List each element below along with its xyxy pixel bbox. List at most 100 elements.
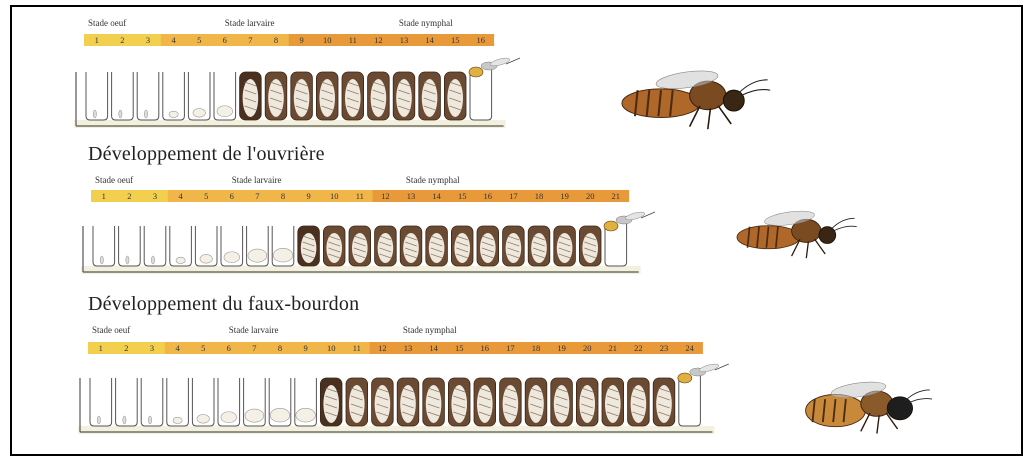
day-number: 14: [429, 343, 438, 353]
day-number: 10: [330, 191, 339, 201]
day-number: 13: [407, 191, 416, 201]
day-number: 19: [560, 191, 569, 201]
day-number: 3: [153, 191, 157, 201]
egg: [93, 110, 96, 118]
pupa-stage-label: Stade nymphal: [399, 18, 453, 28]
day-number: 6: [223, 35, 227, 45]
day-number: 9: [306, 191, 310, 201]
egg: [119, 110, 122, 118]
day-number: 11: [349, 35, 357, 45]
day-number: 2: [127, 191, 131, 201]
day-number: 24: [685, 343, 694, 353]
day-number: 6: [230, 191, 234, 201]
emerging-bee-icon: [604, 211, 655, 231]
timeline-drone: Stade oeufStade larvaireStade nymphal123…: [78, 325, 932, 434]
open-cell: [86, 72, 108, 120]
open-cell: [90, 378, 112, 426]
larva-stage-label: Stade larvaire: [225, 18, 275, 28]
larva: [173, 417, 182, 423]
larva: [296, 408, 316, 422]
worker-bee-icon: [737, 209, 857, 259]
day-number: 14: [425, 35, 434, 45]
day-number: 2: [124, 343, 128, 353]
day-number: 18: [535, 191, 544, 201]
pupa-stage-label: Stade nymphal: [403, 325, 457, 335]
larva: [245, 409, 264, 422]
timeline-worker: Stade oeufStade larvaireStade nymphal123…: [81, 175, 857, 274]
day-number: 2: [120, 35, 124, 45]
comb-base: [74, 120, 506, 128]
queen-bee-icon: [622, 68, 770, 129]
day-number: 20: [586, 191, 595, 201]
day-number: 10: [323, 35, 332, 45]
day-number: 11: [353, 343, 361, 353]
larva: [273, 248, 293, 262]
egg: [151, 256, 154, 264]
day-number: 15: [455, 343, 464, 353]
larva: [217, 106, 233, 117]
day-number: 5: [197, 35, 201, 45]
day-number: 8: [274, 35, 278, 45]
day-number: 6: [227, 343, 231, 353]
day-number: 7: [252, 343, 256, 353]
day-number: 18: [532, 343, 541, 353]
larva: [200, 254, 212, 263]
day-number: 16: [477, 35, 486, 45]
larva: [197, 414, 209, 423]
egg: [148, 416, 151, 424]
day-number: 1: [99, 343, 103, 353]
larva-stage-label: Stade larvaire: [229, 325, 279, 335]
emerging-bee-icon: [678, 363, 729, 383]
day-number: 3: [146, 35, 150, 45]
egg: [126, 256, 129, 264]
day-number: 4: [171, 35, 176, 45]
day-number: 3: [150, 343, 154, 353]
larva: [224, 252, 240, 263]
day-number: 23: [660, 343, 669, 353]
day-number: 4: [178, 191, 183, 201]
open-cell: [141, 378, 163, 426]
day-number: 1: [102, 191, 106, 201]
larva-stage-label: Stade larvaire: [232, 175, 282, 185]
day-number: 8: [278, 343, 282, 353]
open-cell: [112, 72, 134, 120]
egg: [144, 110, 147, 118]
larva: [176, 257, 185, 263]
timeline-queen: Stade oeufStade larvaireStade nymphal123…: [74, 18, 770, 129]
day-number: 7: [255, 191, 259, 201]
day-number: 1: [95, 35, 99, 45]
day-number: 14: [432, 191, 441, 201]
day-number: 4: [175, 343, 180, 353]
day-number: 17: [509, 191, 518, 201]
open-cell: [116, 378, 138, 426]
egg: [123, 416, 126, 424]
day-number: 12: [381, 191, 390, 201]
day-number: 5: [204, 191, 208, 201]
day-number: 16: [481, 343, 490, 353]
egg-stage-label: Stade oeuf: [92, 325, 130, 335]
day-number: 19: [557, 343, 566, 353]
day-number: 22: [634, 343, 643, 353]
egg: [100, 256, 103, 264]
day-number: 15: [458, 191, 467, 201]
pupa-stage-label: Stade nymphal: [406, 175, 460, 185]
day-number: 20: [583, 343, 592, 353]
larva: [248, 249, 267, 262]
day-number: 16: [484, 191, 493, 201]
day-number: 17: [506, 343, 515, 353]
comb-base: [78, 426, 714, 434]
egg: [97, 416, 100, 424]
day-number: 21: [612, 191, 621, 201]
day-number: 9: [299, 35, 303, 45]
open-cell: [93, 226, 115, 266]
open-cell: [137, 72, 159, 120]
day-number: 5: [201, 343, 205, 353]
day-number: 21: [609, 343, 618, 353]
open-cell: [144, 226, 166, 266]
emerging-bee-icon: [469, 57, 520, 77]
day-number: 11: [356, 191, 364, 201]
day-number: 12: [374, 35, 383, 45]
larva: [193, 108, 205, 117]
day-number: 8: [281, 191, 285, 201]
